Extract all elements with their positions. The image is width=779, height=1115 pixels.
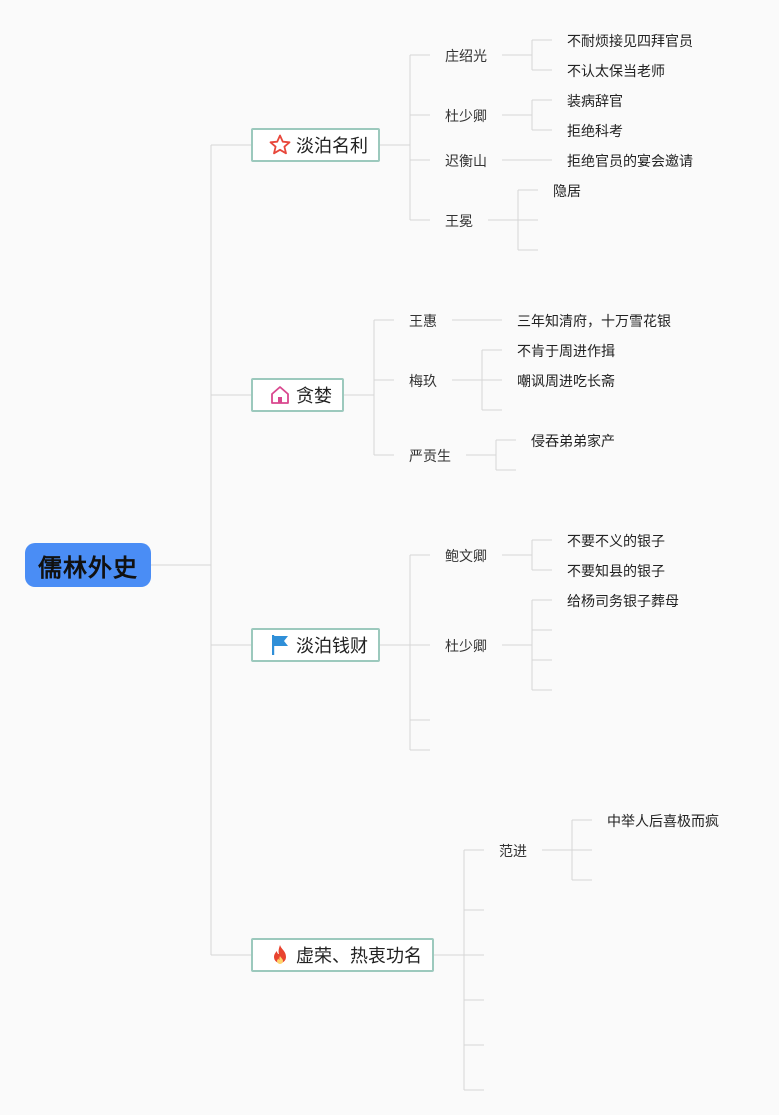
branch-topic[interactable]: 淡泊钱财 xyxy=(251,628,380,662)
branch-topic[interactable]: 贪婪 xyxy=(251,378,344,412)
leaf-topic[interactable]: 不耐烦接见四拜官员 xyxy=(567,34,693,50)
leaf-topic[interactable]: 隐居 xyxy=(553,184,581,200)
branch-label: 贪婪 xyxy=(296,386,332,407)
subtopic[interactable]: 杜少卿 xyxy=(445,639,487,655)
branch-topic[interactable]: 淡泊名利 xyxy=(251,128,380,162)
leaf-topic[interactable]: 拒绝科考 xyxy=(567,124,623,140)
subtopic[interactable]: 王冕 xyxy=(445,214,473,230)
house-icon xyxy=(267,383,293,407)
leaf-topic[interactable]: 三年知清府，十万雪花银 xyxy=(517,314,671,330)
subtopic[interactable]: 梅玖 xyxy=(409,374,437,390)
leaf-topic[interactable]: 给杨司务银子葬母 xyxy=(567,594,679,610)
leaf-topic[interactable]: 不要知县的银子 xyxy=(567,564,665,580)
subtopic[interactable]: 庄绍光 xyxy=(445,49,487,65)
leaf-topic[interactable]: 嘲讽周进吃长斋 xyxy=(517,374,615,390)
leaf-topic[interactable]: 拒绝官员的宴会邀请 xyxy=(567,154,693,170)
branch-label: 淡泊钱财 xyxy=(296,636,368,657)
leaf-topic[interactable]: 装病辞官 xyxy=(567,94,623,110)
branch-topic[interactable]: 虚荣、热衷功名 xyxy=(251,938,434,972)
branch-label: 淡泊名利 xyxy=(296,136,368,157)
subtopic[interactable]: 鲍文卿 xyxy=(445,549,487,565)
branch-label: 虚荣、热衷功名 xyxy=(296,946,422,967)
subtopic[interactable]: 范进 xyxy=(499,844,527,860)
star-icon xyxy=(267,133,293,157)
root-topic[interactable]: 儒林外史 xyxy=(25,543,151,587)
subtopic[interactable]: 严贡生 xyxy=(409,449,451,465)
subtopic[interactable]: 王惠 xyxy=(409,314,437,330)
leaf-topic[interactable]: 不要不义的银子 xyxy=(567,534,665,550)
leaf-topic[interactable]: 不肯于周进作揖 xyxy=(517,344,615,360)
subtopic[interactable]: 迟衡山 xyxy=(445,154,487,170)
flag-icon xyxy=(267,633,293,657)
leaf-topic[interactable]: 不认太保当老师 xyxy=(567,64,665,80)
leaf-topic[interactable]: 侵吞弟弟家产 xyxy=(531,434,615,450)
fire-icon xyxy=(267,943,293,967)
leaf-topic[interactable]: 中举人后喜极而疯 xyxy=(607,814,719,830)
subtopic[interactable]: 杜少卿 xyxy=(445,109,487,125)
